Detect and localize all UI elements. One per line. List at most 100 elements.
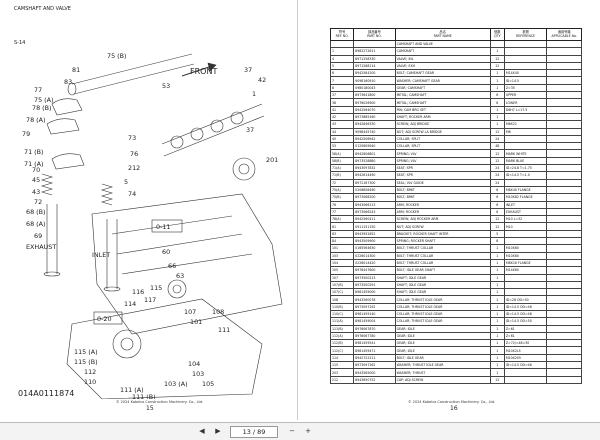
table-cell: M6 [503, 127, 548, 136]
table-cell: 8973500291 [353, 280, 396, 290]
table-cell [546, 178, 582, 187]
table-cell: NUT; ADJ SCREW LA BRIDGE [394, 127, 491, 136]
table-cell: COLLAR; THRUST IDLE GEAR [394, 302, 491, 312]
svg-text:101: 101 [190, 318, 202, 326]
table-cell [546, 229, 582, 239]
table-cell: M10 L=32 [503, 215, 548, 224]
table-cell: 1 [489, 83, 505, 93]
table-cell: 6 [329, 69, 355, 78]
svg-text:72: 72 [34, 198, 42, 206]
table-cell: 42 [329, 112, 355, 122]
table-cell: 0226014300 [353, 251, 396, 260]
table-cell [546, 156, 582, 166]
table-cell: 24 [489, 164, 505, 173]
table-cell: 8981459004 [353, 317, 396, 326]
table-cell [546, 207, 582, 217]
table-cell: M10X2L5 [503, 346, 548, 355]
column-header-jp: 適用号機 [557, 29, 571, 34]
svg-text:60: 60 [162, 248, 170, 256]
page-number-input[interactable]: 13 / 89 [230, 426, 278, 438]
table-cell: 1 [489, 302, 505, 312]
table-cell: 75(B) [329, 193, 355, 202]
table-cell: 78(A) [329, 215, 355, 224]
diagram-title: CAMSHAFT AND VALVE [14, 6, 71, 12]
table-cell: 8942646330 [353, 120, 396, 129]
table-cell [546, 309, 582, 319]
table-cell: 104 [329, 258, 355, 268]
table-cell [546, 91, 582, 100]
table-cell: 8981459541 [353, 339, 396, 348]
svg-text:37: 37 [246, 126, 254, 134]
svg-text:107: 107 [184, 308, 196, 316]
table-cell: 111(A) [329, 317, 355, 326]
svg-text:105: 105 [202, 380, 214, 388]
prev-page-button[interactable]: ◀ [199, 427, 205, 435]
table-cell: 1 [489, 339, 505, 348]
table-cell [546, 295, 582, 304]
table-cell [503, 229, 548, 239]
table-cell: 1 [489, 317, 505, 326]
table-cell [503, 54, 548, 63]
table-cell: 1 [489, 309, 505, 319]
table-cell: ID=14.5 OD=46 [503, 309, 548, 319]
table-cell: 76 [329, 200, 355, 209]
table-cell: 5 [329, 61, 355, 71]
table-cell: 12 [489, 215, 505, 224]
table-cell: 58(B) [329, 156, 355, 166]
table-cell: 12 [489, 149, 505, 158]
table-cell: M14X60 [503, 266, 548, 275]
table-row: CAMSHAFT AND VALVE [329, 39, 582, 49]
table-cell: 48 [489, 142, 505, 151]
svg-text:1: 1 [252, 90, 256, 98]
table-cell: PIN; CAM BRG SET [394, 105, 491, 114]
table-cell: 8973528880 [353, 156, 396, 166]
table-cell: 8942722211 [353, 353, 396, 363]
table-cell: SPRING; VLV [394, 149, 491, 158]
table-cell: M10X60 [503, 244, 548, 253]
table-cell: 8971258330 [353, 54, 396, 63]
column-header-en: QTY [494, 33, 501, 38]
table-cell [546, 105, 582, 114]
table-cell: M10 [503, 222, 548, 231]
table-cell: INLET [503, 200, 548, 209]
table-cell: BOLT; IDLE GEAR [394, 353, 491, 363]
table-cell: SHAFT; ROCKER ARM [394, 112, 491, 122]
zoom-out-button[interactable]: − [289, 427, 295, 435]
table-cell: SCREW; ADJ BRIDGE [394, 120, 491, 129]
table-cell: 1 [489, 295, 505, 304]
table-cell: 8943952652 [353, 229, 396, 239]
svg-text:42: 42 [258, 76, 266, 84]
table-cell: 8943097832 [353, 164, 396, 173]
table-cell [546, 61, 582, 71]
table-cell: 8 [489, 236, 505, 246]
column-header-en: APPLICABLE No. [551, 33, 577, 38]
cylinder-head-shape [91, 193, 283, 335]
table-cell [546, 54, 582, 63]
svg-text:77: 77 [34, 86, 42, 94]
table-cell [546, 324, 582, 333]
table-cell: 12 [489, 222, 505, 231]
table-cell: 8973068200 [353, 193, 396, 202]
table-cell: 37 [329, 91, 355, 100]
next-page-button[interactable]: ▶ [215, 427, 221, 435]
zoom-in-button[interactable]: + [305, 427, 311, 435]
table-cell: BOLT; THRUST COLLAR [394, 251, 491, 260]
svg-text:0-11: 0-11 [156, 223, 171, 231]
table-cell: Z=61 [503, 331, 548, 341]
